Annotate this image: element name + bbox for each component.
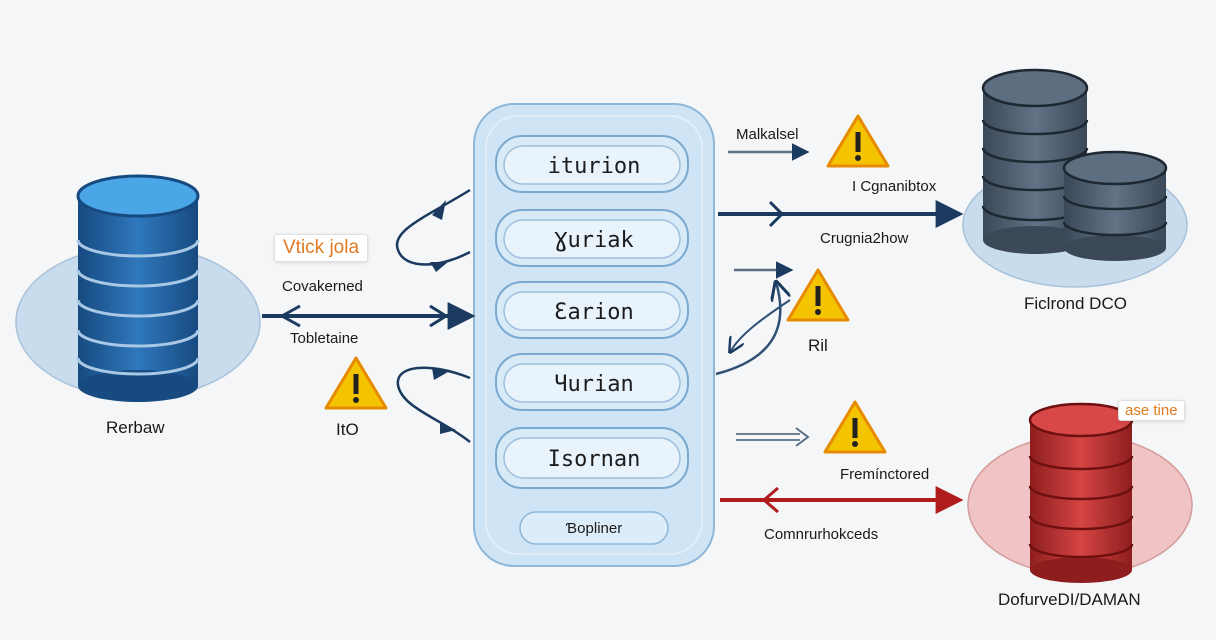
left-bidirectional-arrow: [262, 302, 476, 330]
left-database-icon: [15, 174, 261, 402]
right-badge: ase tine: [1118, 400, 1185, 421]
stage-label: Ɣuriak: [554, 228, 633, 253]
stage-label: Ɛarion: [554, 300, 633, 325]
stage-label: iturion: [548, 154, 641, 179]
right-curved-return-arrow: [715, 282, 790, 376]
left-warning-label: ItO: [336, 420, 359, 439]
pipeline-stage[interactable]: Ɥurian: [495, 353, 689, 411]
right-double-arrow: [736, 427, 810, 447]
pipeline-stage[interactable]: Ɣuriak: [495, 209, 689, 267]
warning-icon: [324, 356, 388, 410]
pipeline-footer-label: Ɓopliner: [566, 520, 622, 537]
right-red-bottom-label: Comnrurhokceds: [764, 526, 879, 543]
left-curved-arrows-bottom: [396, 366, 471, 443]
bottom-right-database-icon: [967, 402, 1193, 583]
pipeline-stage[interactable]: Isornan: [495, 427, 689, 489]
left-arrow-bottom-label: Tobletaine: [290, 330, 359, 347]
right-arrow1-label: Malkalsel: [736, 126, 799, 143]
top-right-database-label: Ficlrond DCO: [1024, 294, 1127, 313]
right-arrow2-bottom-label: Crugnia2how: [820, 230, 909, 247]
pipeline-stage[interactable]: iturion: [495, 135, 689, 193]
right-red-top-label: Fremínctored: [840, 466, 930, 483]
right-arrow2-top-label: I Cgnanibtox: [852, 178, 937, 195]
right-warning2-label: Ril: [808, 336, 828, 355]
stage-label: Isornan: [548, 447, 641, 472]
stage-label: Ɥurian: [554, 372, 633, 397]
left-curved-arrows-top: [395, 188, 471, 272]
warning-icon: [826, 114, 890, 168]
left-database-label: Rerbaw: [106, 418, 165, 437]
right-red-bidirectional-arrow: [720, 486, 964, 514]
top-right-database-icon: [962, 68, 1188, 288]
bottom-right-database-label: DofurveDI/DAMAN: [998, 590, 1141, 609]
pipeline-stage[interactable]: Ɛarion: [495, 281, 689, 339]
pipeline-footer[interactable]: Ɓopliner: [519, 511, 669, 545]
warning-icon: [786, 268, 850, 322]
left-arrow-top-label: Covakerned: [282, 278, 363, 295]
left-badge: Vtick jola: [274, 234, 369, 262]
warning-icon: [823, 400, 887, 454]
right-arrow-2: [718, 200, 964, 228]
